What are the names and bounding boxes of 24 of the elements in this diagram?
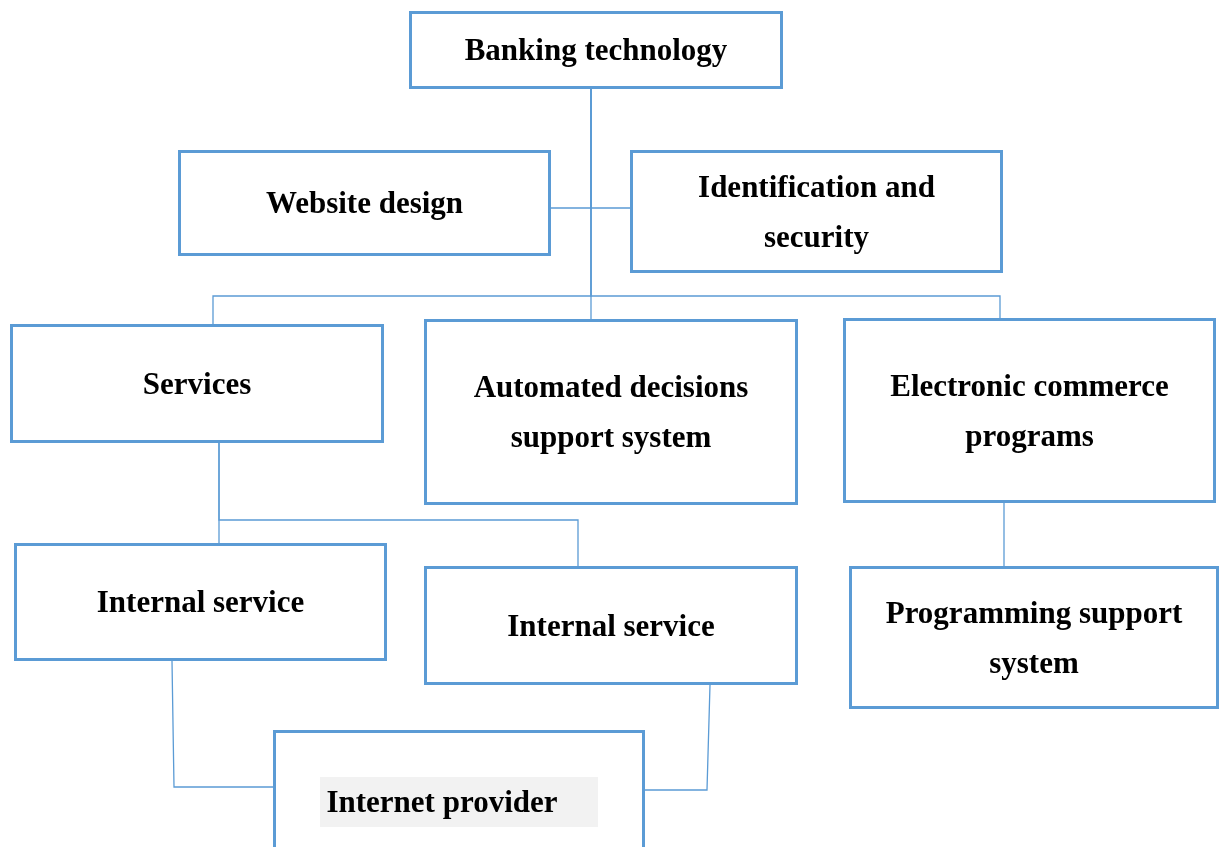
text-box: [630, 150, 1003, 273]
box-label: Banking technology: [464, 31, 728, 70]
box-label: Website design: [265, 184, 464, 223]
text-box: [14, 543, 387, 661]
connector-line: [218, 442, 579, 567]
box-label: Identification and security: [697, 167, 936, 256]
connector-line: [1003, 502, 1005, 567]
text-box: [849, 566, 1219, 709]
text-box: [424, 319, 798, 505]
text-box: [424, 566, 798, 685]
box-label: Automated decisions support system: [472, 368, 750, 456]
box-label: Internet provider: [320, 777, 598, 827]
box-label: Services: [142, 364, 252, 403]
text-box: [10, 324, 384, 443]
connector-line: [644, 684, 711, 791]
text-box: [178, 150, 551, 256]
text-box: [843, 318, 1216, 503]
connector-line: [171, 660, 274, 788]
box-label: Programming support system: [884, 593, 1184, 682]
box-label: Internal service: [507, 606, 715, 645]
text-box: [273, 730, 645, 847]
text-box: [409, 11, 783, 89]
box-label: Internal service: [96, 583, 305, 622]
box-label: Electronic commerce programs: [889, 366, 1170, 455]
